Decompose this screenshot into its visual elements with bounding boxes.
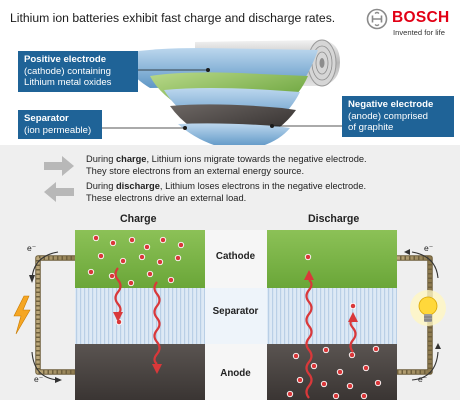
arrow-right-icon xyxy=(44,156,74,176)
discharge-heading: Discharge xyxy=(308,213,360,225)
charge-description-line2: They store electrons from an external en… xyxy=(86,165,305,176)
separator-callout: Separator (ion permeable) xyxy=(18,110,102,139)
positive-electrode-line1: (cathode) containing xyxy=(24,65,111,77)
bosch-logo: BOSCH Invented for life xyxy=(366,8,456,38)
charge-description: During charge, Lithium ions migrate towa… xyxy=(86,154,454,177)
electron-label-discharge-bottom: e⁻ xyxy=(418,374,428,384)
charge-description-line1: During charge, Lithium ions migrate towa… xyxy=(86,154,367,164)
discharge-description-line1: During discharge, Lithium loses electron… xyxy=(86,181,367,191)
positive-electrode-line2: Lithium metal oxides xyxy=(24,77,112,88)
cathode-label: Cathode xyxy=(215,251,256,262)
anode-label: Anode xyxy=(220,368,251,379)
negative-electrode-callout: Negative electrode (anode) comprised of … xyxy=(342,96,454,137)
electron-label-discharge-top: e⁻ xyxy=(424,243,434,253)
charge-heading: Charge xyxy=(120,213,157,225)
negative-electrode-title: Negative electrode xyxy=(348,99,434,110)
electron-label-charge-top: e⁻ xyxy=(27,243,37,253)
gear-logo-icon xyxy=(366,8,388,30)
positive-electrode-callout: Positive electrode (cathode) containing … xyxy=(18,51,138,92)
discharge-description-line2: These electrons drive an external load. xyxy=(86,192,247,203)
separator-label: Separator xyxy=(212,306,259,317)
separator-line1: (ion permeable) xyxy=(24,124,92,136)
discharge-description: During discharge, Lithium loses electron… xyxy=(86,181,454,204)
separator-title: Separator xyxy=(24,113,69,124)
negative-electrode-line1: (anode) comprised xyxy=(348,110,428,122)
battery-roll-illustration xyxy=(100,39,344,147)
electron-label-charge-bottom: e⁻ xyxy=(34,374,44,384)
page-title: Lithium ion batteries exhibit fast charg… xyxy=(10,11,336,25)
positive-electrode-title: Positive electrode xyxy=(24,54,107,65)
arrow-left-icon xyxy=(44,182,74,202)
brand-name: BOSCH xyxy=(392,9,450,26)
negative-electrode-line2: of graphite xyxy=(348,122,394,133)
brand-tagline: Invented for life xyxy=(393,28,445,37)
